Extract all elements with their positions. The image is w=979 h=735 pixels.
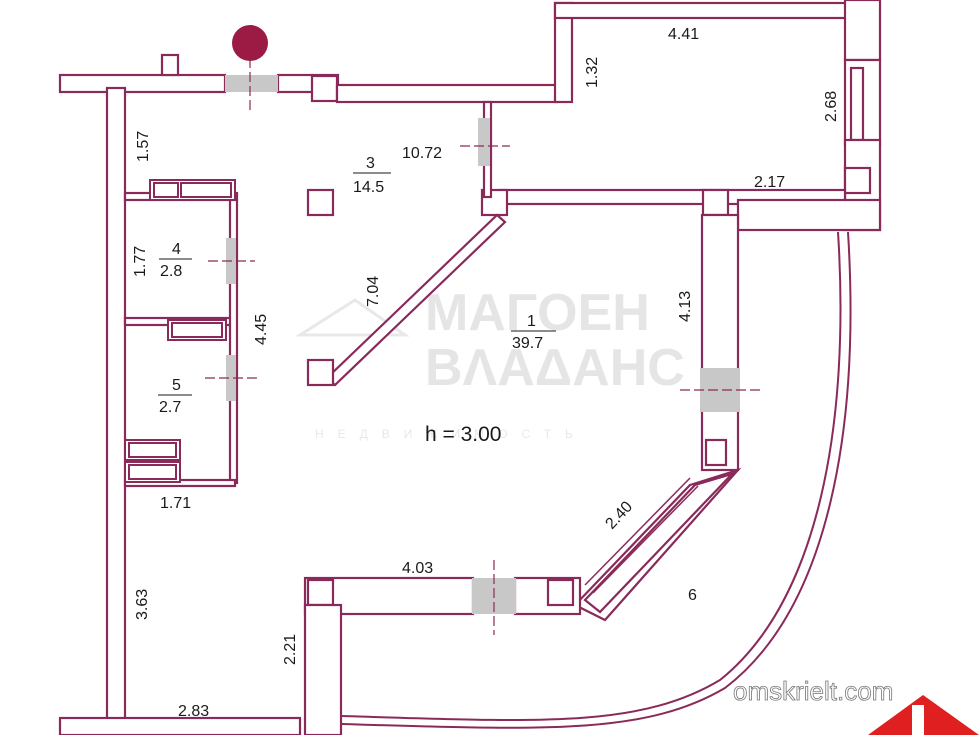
room-3-number: 3 — [366, 155, 375, 172]
room-1-number: 1 — [527, 313, 536, 330]
diagonal-window — [584, 477, 699, 594]
dim-240: 2.40 — [602, 498, 636, 532]
walls — [58, 0, 882, 735]
dim-157: 1.57 — [135, 131, 152, 162]
room-labels: 3 14.5 4 2.8 5 2.7 1 39.7 6 h = 3.00 — [158, 155, 697, 604]
dim-171: 1.71 — [160, 495, 191, 512]
dim-403: 4.03 — [402, 560, 433, 577]
dim-445: 4.45 — [253, 314, 270, 345]
svg-text:НЕДВИЖИМОСТЬ: НЕДВИЖИМОСТЬ — [315, 427, 587, 441]
dim-363: 3.63 — [134, 589, 151, 620]
dim-441: 4.41 — [668, 26, 699, 43]
dim-1072: 10.72 — [402, 145, 442, 162]
room-6-number: 6 — [688, 587, 697, 604]
entrance-marker — [232, 25, 268, 61]
svg-text:ΜΑΓΟΕΗ: ΜΑΓΟΕΗ — [425, 284, 650, 342]
corner-badge — [868, 695, 979, 735]
room-5-number: 5 — [172, 377, 181, 394]
dim-132: 1.32 — [584, 57, 601, 88]
fixtures — [124, 179, 236, 483]
dim-221: 2.21 — [282, 634, 299, 665]
site-watermark: omskrielt.com — [733, 676, 893, 706]
room-4-number: 4 — [172, 241, 181, 258]
watermark: ΜΑΓΟΕΗ ΒΛΑΔΑΗC НЕДВИЖИМОСТЬ — [294, 284, 685, 441]
dim-217: 2.17 — [754, 174, 785, 191]
dim-283: 2.83 — [178, 703, 209, 720]
svg-text:ΒΛΑΔΑΗC: ΒΛΑΔΑΗC — [425, 339, 685, 397]
room-5-area: 2.7 — [159, 399, 181, 416]
balcony-wall — [341, 231, 852, 729]
room-1-area: 39.7 — [512, 335, 543, 352]
room-3-area: 14.5 — [353, 179, 384, 196]
dim-177: 1.77 — [132, 246, 149, 277]
dim-704: 7.04 — [365, 276, 382, 307]
opening-axes — [205, 58, 760, 635]
dim-268: 2.68 — [823, 91, 840, 122]
dim-413: 4.13 — [677, 291, 694, 322]
ceiling-height: h = 3.00 — [425, 423, 501, 446]
dimension-labels: 4.41 1.32 2.68 10.72 2.17 1.57 1.77 4.45… — [132, 26, 840, 720]
room-4-area: 2.8 — [160, 263, 182, 280]
